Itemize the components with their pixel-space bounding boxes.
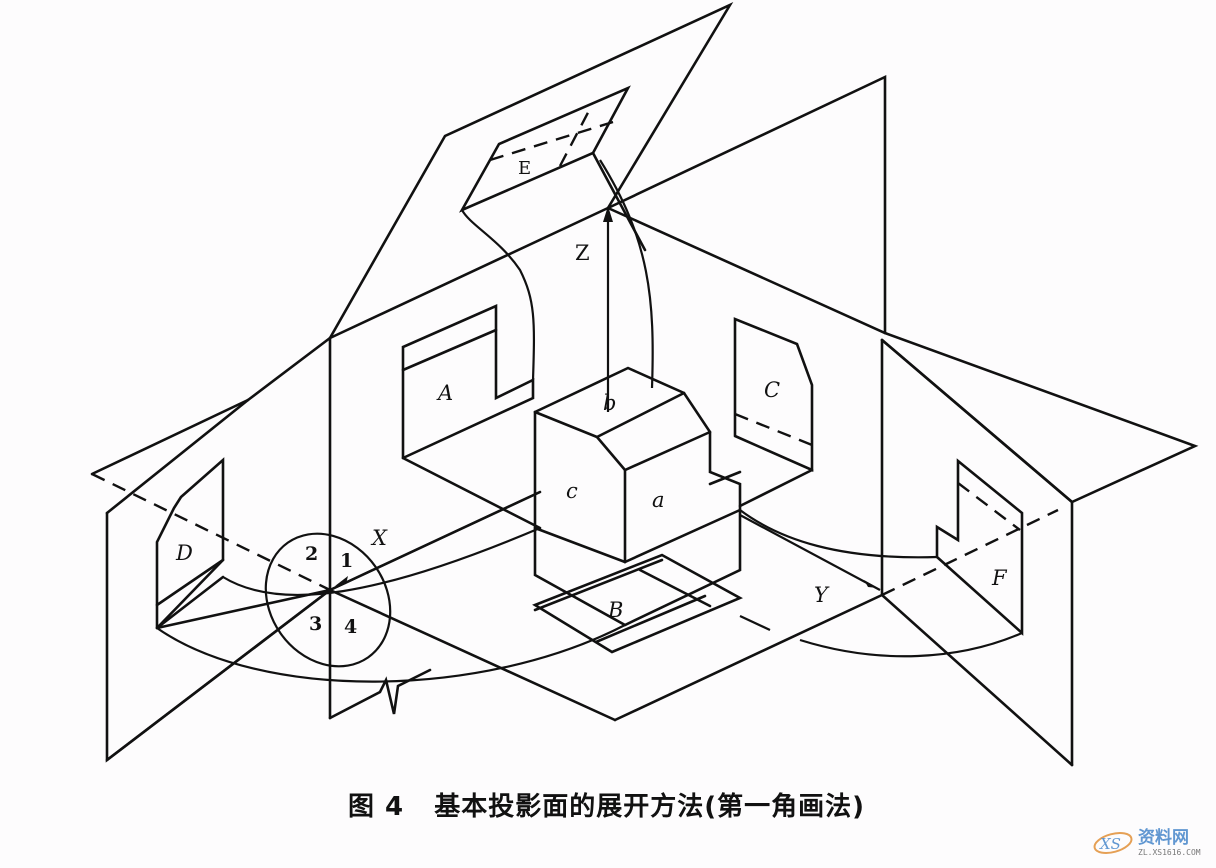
- label-quadrant-2: 2: [305, 543, 318, 565]
- label-face-b: b: [603, 391, 616, 415]
- view-D: [155, 457, 332, 630]
- label-view-B: B: [607, 598, 623, 622]
- label-face-c: c: [566, 479, 578, 503]
- view-E: [458, 85, 647, 252]
- xs-logo-icon: XS: [1092, 829, 1134, 857]
- watermark-site-name: 资料网: [1138, 827, 1189, 848]
- label-quadrant-3: 3: [309, 613, 322, 635]
- object-block: [533, 366, 742, 627]
- frontal-plane: [328, 336, 884, 720]
- right-plane: [880, 338, 1074, 767]
- label-view-D: D: [175, 541, 193, 565]
- unfold-arcs: [156, 491, 1023, 683]
- label-quadrant-4: 4: [344, 616, 357, 638]
- label-view-C: C: [764, 378, 780, 402]
- label-axis-X: X: [370, 526, 388, 550]
- view-A: [401, 304, 542, 530]
- view-B: [532, 553, 743, 654]
- figure-caption: 图 4 基本投影面的展开方法(第一角画法): [348, 792, 866, 822]
- svg-text:XS: XS: [1099, 835, 1121, 853]
- label-view-F: F: [991, 566, 1008, 590]
- label-view-E: E: [518, 158, 531, 179]
- label-face-a: a: [652, 488, 665, 512]
- left-plane: [90, 336, 332, 763]
- watermark-url: ZL.XS1616.COM: [1138, 847, 1201, 857]
- view-C: [733, 317, 814, 508]
- top-plane: [328, 2, 887, 340]
- label-quadrant-1: 1: [340, 550, 353, 572]
- quadrant-ellipse: [264, 532, 392, 668]
- label-axis-Y: Y: [814, 583, 830, 607]
- label-axis-Z: Z: [575, 241, 590, 265]
- view-F: [935, 458, 1024, 636]
- label-view-A: A: [436, 381, 453, 405]
- watermark: XS 资料网 ZL.XS1616.COM: [1092, 822, 1212, 864]
